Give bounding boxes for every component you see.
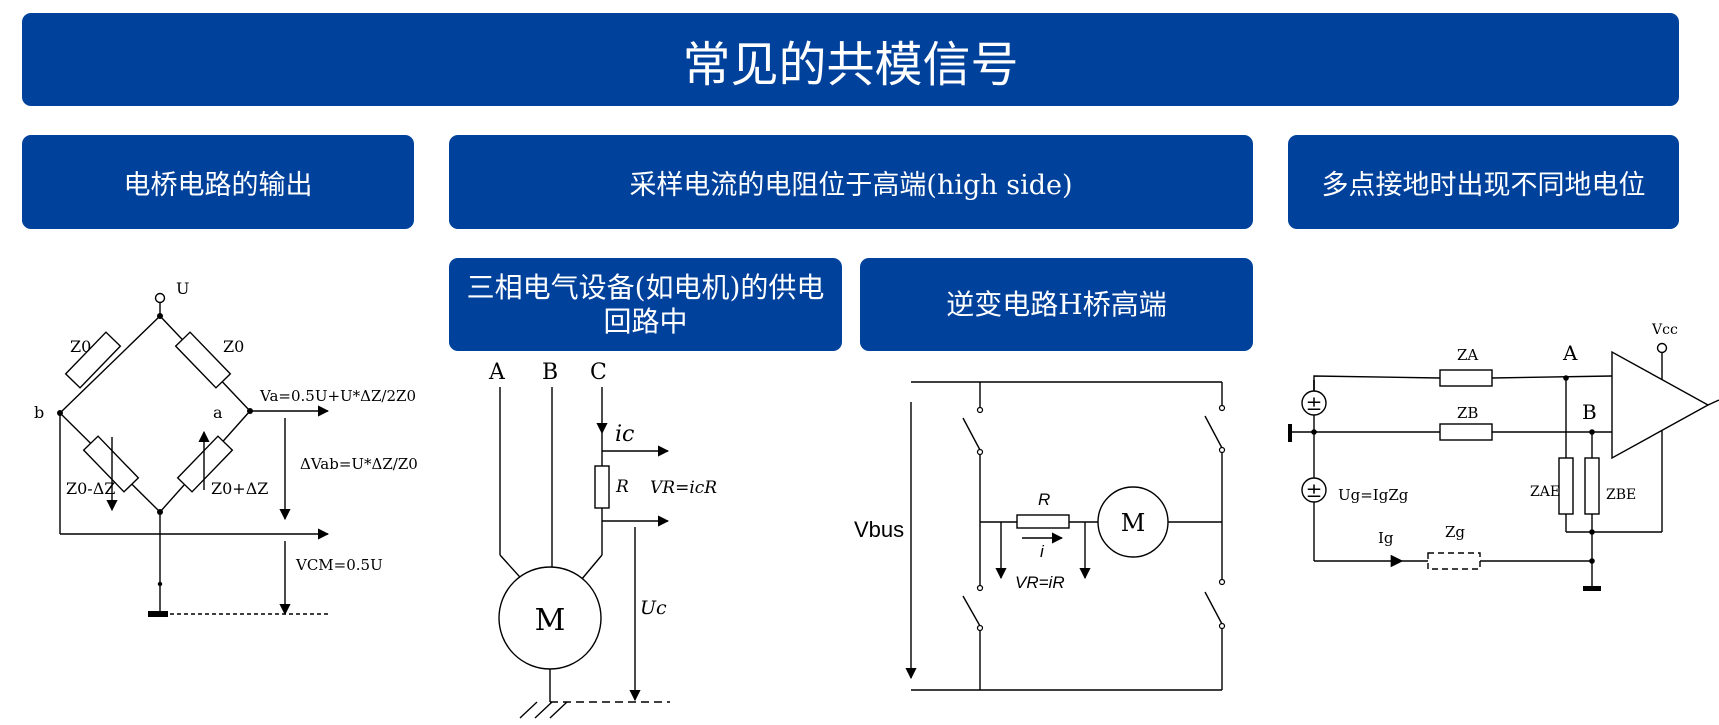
label-zae: ZAE [1530,484,1560,500]
label-z0-left: Z0 [70,337,91,356]
label-zbe: ZBE [1606,487,1636,503]
label-node-b: B [1582,400,1597,424]
subsection-three-phase: 三相电气设备(如电机)的供电回路中 [449,258,842,351]
label-z0-right: Z0 [223,337,244,356]
resistor-r [1016,514,1070,529]
impedance-zb [1439,423,1493,441]
label-motor: M [1121,509,1146,537]
label-vr: VR=icR [650,478,717,498]
label-z0-minus: Z0-ΔZ [66,479,115,498]
resistor-z0-right [174,331,232,389]
label-node-b: b [34,403,44,422]
label-node-a: A [1562,341,1578,365]
label-motor: M [535,603,566,638]
resistor-z0-left [64,331,122,389]
impedance-zbe [1584,457,1600,515]
bridge-circuit-diagram: U Z0 Z0 b a Z0-ΔZ Z0+ΔZ Va=0.5U+U*ΔZ/2Z0… [34,279,418,617]
op-amp-symbol [1611,350,1710,460]
label-zg: Zg [1445,523,1465,541]
resistor-z0-minus [82,435,140,493]
resistor-r [594,465,610,509]
label-ic: ic [615,422,634,447]
section-high-side-sampling: 采样电流的电阻位于高端(high side) [449,135,1253,229]
label-ug: Ug=IgZg [1338,486,1409,504]
label-vcc: Vcc [1651,322,1678,338]
inverter-h-bridge-diagram: Vbus R i VR=iR M [854,381,1226,691]
label-phase-b: B [542,360,558,385]
section-multi-point-grounding: 多点接地时出现不同地电位 [1288,135,1679,229]
label-delta-vab: ΔVab=U*ΔZ/Z0 [300,455,418,473]
ground-symbol [1583,586,1601,591]
label-i: i [1040,542,1045,561]
label-source-top: ± [1306,391,1323,415]
label-phase-a: A [488,360,506,385]
resistor-z0-plus [176,435,234,493]
label-uc: Uc [640,597,667,619]
label-ig: Ig [1378,529,1394,547]
subsection-three-phase-label: 三相电气设备(如电机)的供电回路中 [466,270,825,338]
label-vcm: VCM=0.5U [295,556,383,574]
section-multi-point-grounding-label: 多点接地时出现不同地电位 [1321,169,1646,201]
section-bridge-output: 电桥电路的输出 [22,135,414,229]
section-high-side-sampling-label: 采样电流的电阻位于高端(high side) [629,169,1073,201]
impedance-za [1439,369,1493,387]
label-phase-c: C [590,360,607,385]
label-node-a: a [213,403,223,422]
three-phase-motor-diagram: A B C ic R VR=icR Uc M [488,360,717,719]
ground-potential-diagram: ± ± Vcc ZA ZB A B ZAE ZBE Ug=IgZg Ig Zg [1288,322,1719,591]
label-z0-plus: Z0+ΔZ [211,479,268,498]
page-title-text: 常见的共模信号 [682,36,1019,93]
impedance-zg [1427,552,1481,570]
label-vbus: Vbus [854,517,904,542]
label-r: R [1038,490,1050,509]
section-bridge-output-label: 电桥电路的输出 [123,169,313,201]
label-u: U [176,279,189,298]
label-r: R [615,477,629,497]
label-zb: ZB [1457,404,1478,422]
ground-symbol [148,611,168,617]
subsection-inverter-label: 逆变电路H桥高端 [946,287,1167,321]
label-va: Va=0.5U+U*ΔZ/2Z0 [259,387,416,405]
label-za: ZA [1457,346,1478,364]
subsection-inverter: 逆变电路H桥高端 [860,258,1253,351]
page-title: 常见的共模信号 [22,13,1679,106]
label-source-bottom: ± [1306,478,1323,502]
impedance-zae [1558,457,1574,515]
label-vr: VR=iR [1015,573,1065,592]
